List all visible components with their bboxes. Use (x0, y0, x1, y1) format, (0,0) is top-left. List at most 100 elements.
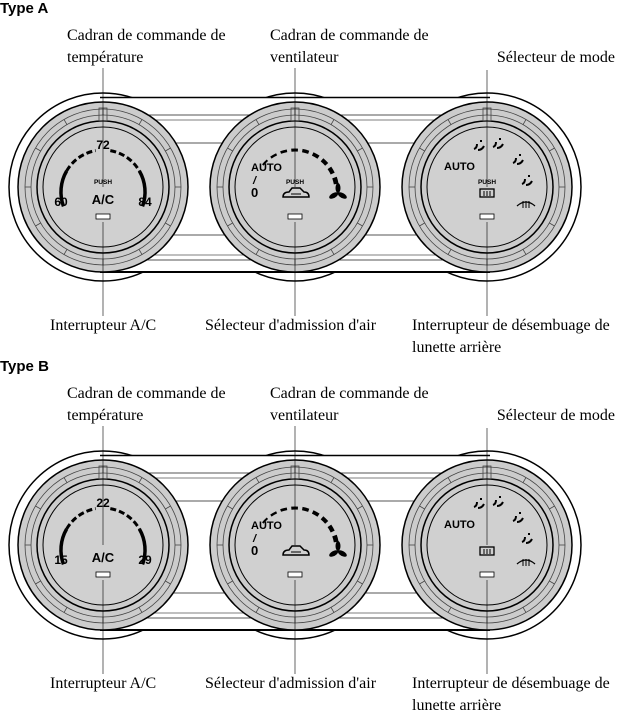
fan-speed-segment (270, 511, 278, 517)
dial-grip-tick (63, 477, 68, 483)
dial-grip-tick (330, 119, 335, 125)
callout-mode-selector: Sélecteur de mode (497, 49, 615, 66)
dial-grip-tick (35, 222, 41, 227)
floor-icon (512, 154, 524, 165)
dial-grip-tick (35, 580, 41, 585)
callout-rear-defrost-switch: Interrupteur de désembuage de (412, 317, 610, 334)
seat-figure (473, 498, 485, 509)
fan-blade (335, 541, 341, 551)
recirculation-car-icon[interactable] (282, 187, 310, 198)
indicator-lamp[interactable] (479, 213, 495, 220)
fan-slash-label: / (252, 175, 258, 187)
fan-off-label: 0 (251, 543, 258, 558)
callout-air-intake-selector: Sélecteur d'admission d'air (205, 675, 377, 692)
fan-scale: AUTO/0 (251, 506, 347, 558)
temp-arc-dashed (109, 149, 141, 172)
fan-speed-segment (301, 506, 310, 512)
temp-arc-cold (59, 528, 69, 565)
seat-figure (473, 140, 485, 151)
dial-grip-tick (522, 249, 527, 255)
seat-figure (492, 496, 504, 507)
floor-defrost-icon (521, 533, 533, 544)
dial-grip-tick (227, 580, 233, 585)
seat-figure (492, 138, 504, 149)
indicator-lamp[interactable] (95, 571, 111, 578)
temp-arc-dashed (65, 507, 97, 530)
dial-grip-tick (227, 222, 233, 227)
type-label: Type A (0, 0, 49, 17)
dial-grip-tick (357, 222, 363, 227)
temp-low-label: 15 (54, 553, 68, 567)
car-outline (282, 545, 310, 556)
vent-face-icon (473, 498, 485, 509)
dial-grip-tick (419, 222, 425, 227)
callout-temperature-dial: Cadran de commande de (67, 385, 226, 402)
callout-ac-switch: Interrupteur A/C (50, 317, 156, 334)
dial-grip-tick (63, 249, 68, 255)
dial-grip-tick (447, 607, 452, 613)
ac-button-label[interactable]: A/C (92, 550, 115, 565)
windshield-defrost-icon (516, 559, 536, 566)
indicator-lamp[interactable] (287, 571, 303, 578)
fan-speed-segment (332, 176, 339, 185)
indicator-lamp[interactable] (287, 213, 303, 220)
rear-window (479, 546, 495, 556)
dial-grip-tick (522, 477, 527, 483)
mode-scale: AUTO (444, 496, 536, 566)
car-outline (282, 187, 310, 198)
dial-grip-tick (63, 607, 68, 613)
fan-icon (329, 541, 347, 557)
fan-speed-segment (280, 507, 288, 512)
dial-grip-tick (447, 477, 452, 483)
fan-slash-label: / (252, 533, 258, 545)
temp-arc-hot (137, 528, 147, 565)
fan-off-label: 0 (251, 185, 258, 200)
dial-grip-tick (419, 580, 425, 585)
dial-grip-tick (35, 147, 41, 152)
seat-figure (521, 175, 533, 186)
fan-blade (337, 192, 347, 199)
rear-window (479, 188, 495, 198)
recirculation-car-icon[interactable] (282, 545, 310, 556)
dial-grip-tick (35, 505, 41, 510)
dial-grip-tick (227, 505, 233, 510)
dial-grip-tick (549, 222, 555, 227)
windshield-defrost-icon (516, 201, 536, 208)
callout-air-intake-selector: Sélecteur d'admission d'air (205, 317, 377, 334)
indicator-lamp[interactable] (479, 571, 495, 578)
temp-high-label: 29 (138, 553, 152, 567)
dial-grip-tick (255, 249, 260, 255)
dial-grip-tick (330, 607, 335, 613)
dial-grip-tick (138, 119, 143, 125)
callout-fan-dial: Cadran de commande de (270, 27, 429, 44)
dial-grip-tick (549, 505, 555, 510)
type-label: Type B (0, 358, 49, 375)
temp-arc-dashed (65, 149, 97, 172)
ac-button-label[interactable]: A/C (92, 192, 115, 207)
vent-face-icon (473, 140, 485, 151)
rear-defrost-icon[interactable] (479, 188, 495, 198)
callout-fan-dial: ventilateur (270, 49, 339, 66)
callout-mode-selector: Sélecteur de mode (497, 407, 615, 424)
fan-speed-segment (311, 152, 320, 159)
temp-arc-cold (59, 170, 69, 207)
dial-grip-tick (357, 580, 363, 585)
fan-speed-segment (327, 524, 335, 533)
dial-grip-tick (522, 119, 527, 125)
fan-blade (329, 550, 339, 557)
seat-figure (512, 154, 524, 165)
fan-speed-segment (327, 166, 335, 175)
callout-rear-defrost-switch: lunette arrière (412, 697, 501, 710)
fan-auto-label: AUTO (251, 162, 282, 174)
indicator-lamp[interactable] (95, 213, 111, 220)
rear-defrost-icon[interactable] (479, 546, 495, 556)
temp-low-label: 60 (54, 195, 68, 209)
dial-grip-tick (63, 119, 68, 125)
dial-grip-tick (138, 249, 143, 255)
fan-blade (329, 192, 339, 199)
